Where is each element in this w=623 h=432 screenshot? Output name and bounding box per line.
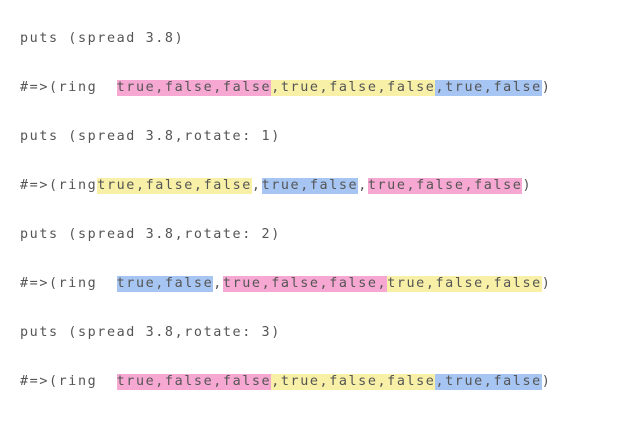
code-text-segment: ) bbox=[541, 80, 552, 95]
code-line-ring-output-rotate-3: #=>(ring true,false,false,true,false,fal… bbox=[20, 373, 551, 391]
highlight-blue-segment: true,false bbox=[261, 178, 359, 194]
code-line-ring-output-rotate-2: #=>(ring true,false,true,false,false,tru… bbox=[20, 275, 551, 293]
code-line-puts-rotate-2: puts (spread 3.8,rotate: 2) bbox=[20, 226, 281, 244]
code-text-segment: ) bbox=[522, 178, 533, 193]
highlight-yellow-segment: true,false,false bbox=[97, 178, 252, 194]
code-line-ring-output: #=>(ring true,false,false,true,false,fal… bbox=[20, 79, 551, 97]
code-text-segment: ) bbox=[541, 276, 552, 291]
highlight-pink-segment: true,false,false, bbox=[222, 276, 388, 292]
highlight-yellow-segment: true,false,false bbox=[387, 276, 542, 292]
code-line-ring-output-rotate-1: #=>(ringtrue,false,false,true,false,true… bbox=[20, 177, 532, 195]
highlight-pink-segment: true,false,false bbox=[116, 80, 272, 96]
highlight-yellow-segment: ,true,false,false bbox=[271, 374, 436, 390]
code-text-segment: puts (spread 3.8,rotate: 3) bbox=[20, 325, 281, 340]
code-text-segment: , bbox=[358, 178, 368, 193]
code-text-segment: , bbox=[251, 178, 262, 193]
code-text-segment: #=>(ring bbox=[20, 178, 98, 193]
highlight-pink-segment: true,false,false bbox=[367, 178, 523, 194]
code-text-segment: #=>(ring bbox=[20, 374, 117, 389]
code-text-segment: puts (spread 3.8) bbox=[20, 31, 185, 46]
highlight-blue-segment: ,true,false bbox=[435, 374, 542, 390]
highlight-yellow-segment: ,true,false,false bbox=[271, 80, 436, 96]
code-text-segment: puts (spread 3.8,rotate: 2) bbox=[20, 227, 281, 242]
highlight-blue-segment: ,true,false bbox=[435, 80, 542, 96]
code-text-segment: , bbox=[213, 276, 223, 291]
code-text-segment: puts (spread 3.8,rotate: 1) bbox=[20, 129, 281, 144]
code-line-puts-rotate-1: puts (spread 3.8,rotate: 1) bbox=[20, 128, 281, 146]
code-text-segment: ) bbox=[541, 374, 552, 389]
highlight-pink-segment: true,false,false bbox=[116, 374, 272, 390]
code-line-puts-spread: puts (spread 3.8) bbox=[20, 30, 184, 48]
code-line-puts-rotate-3: puts (spread 3.8,rotate: 3) bbox=[20, 324, 281, 342]
highlight-blue-segment: true,false bbox=[116, 276, 214, 292]
code-text-segment: #=>(ring bbox=[20, 80, 117, 95]
code-text-segment: #=>(ring bbox=[20, 276, 117, 291]
